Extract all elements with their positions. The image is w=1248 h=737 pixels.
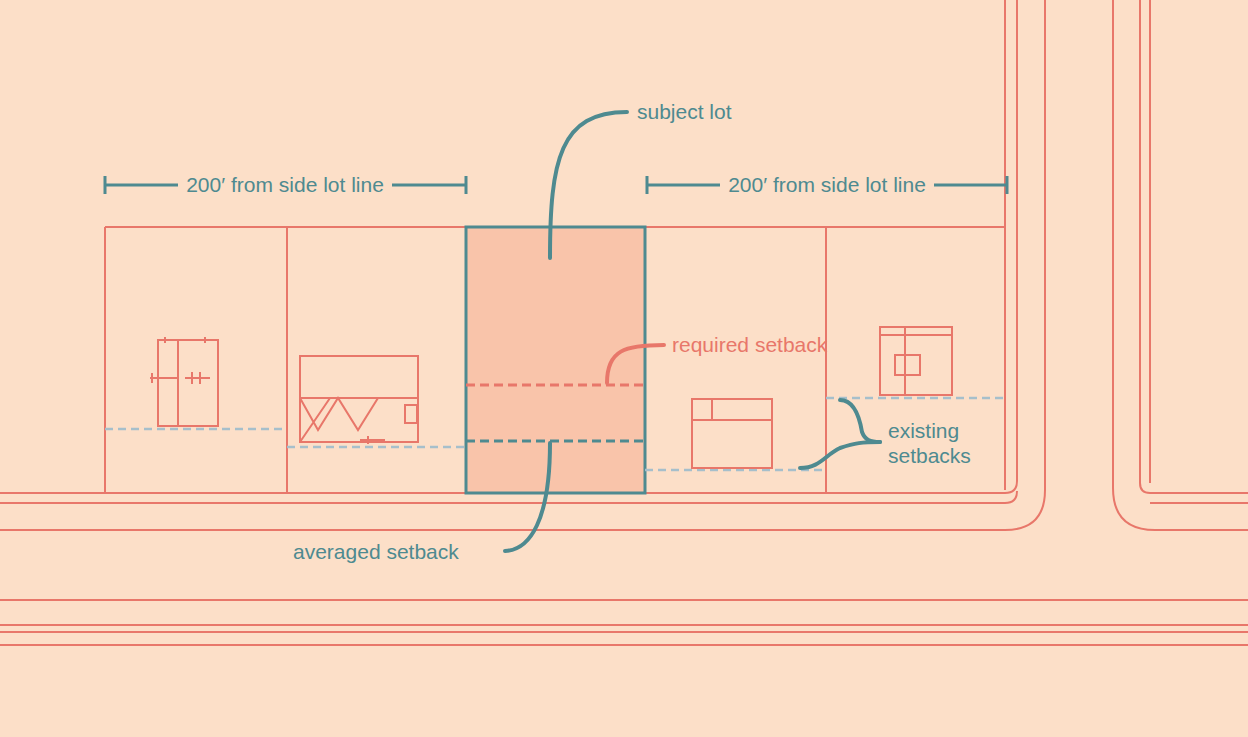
- setback-label: averaged setback: [293, 539, 459, 564]
- street-lines: [0, 0, 1248, 645]
- lot-lines: [105, 227, 1005, 493]
- averaged-setback-line: [466, 440, 645, 443]
- required-setback-line: [466, 384, 645, 387]
- subject-lot: [466, 227, 645, 493]
- existing-setback-lines: [105, 398, 1005, 470]
- lot-label: subject lot: [637, 99, 732, 124]
- dimension-label: 200′ from side lot line: [178, 172, 392, 197]
- dimension-label: 200′ from side lot line: [720, 172, 934, 197]
- setback-label: required setback: [672, 332, 827, 357]
- setback-label: existing setbacks: [888, 418, 998, 468]
